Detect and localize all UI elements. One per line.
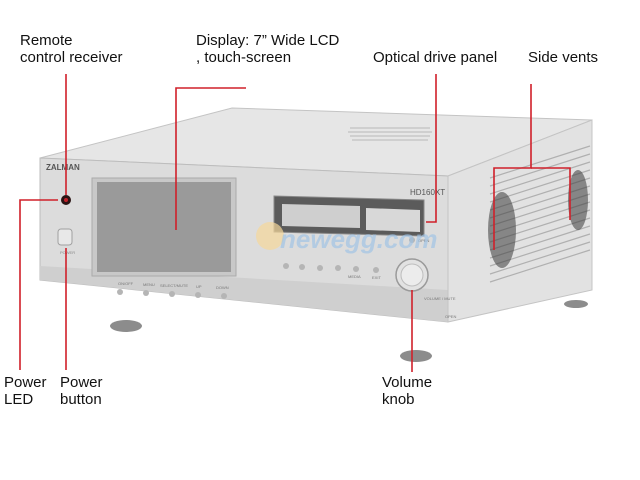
case-front-bezel-lower: [40, 266, 448, 322]
optical-drive-tray: [282, 204, 360, 228]
watermark-logo-mark: [256, 222, 284, 250]
lcd-button-onoff: [117, 289, 123, 295]
label-power-button: Power button: [60, 374, 103, 408]
foot-back-right: [564, 300, 588, 308]
leader-vents-left: [493, 84, 532, 250]
lcd-button-select: [169, 291, 175, 297]
volume-knob-label: VOLUME / MUTE: [424, 296, 456, 301]
exit-label: EXIT: [372, 275, 381, 280]
lcd-screen: [97, 182, 231, 272]
leader-power-led: [19, 199, 58, 370]
top-vent-grille: [348, 127, 432, 141]
brand-logo: ZALMAN: [46, 163, 80, 172]
leader-lines: [19, 74, 571, 372]
lcd-button-up: [195, 292, 201, 298]
label-power-led: Power LED: [4, 374, 47, 408]
media-button-3: [317, 265, 323, 271]
lcd-button-down-label: DOWN: [216, 285, 229, 290]
lcd-button-up-label: UP: [196, 284, 202, 289]
lcd-button-menu-label: MENU: [143, 282, 155, 287]
label-display: Display: 7” Wide LCD , touch-screen: [196, 32, 340, 66]
optical-eject-label: OPEN: [418, 238, 429, 243]
media-label: MEDIA: [348, 274, 361, 279]
leader-vents-right: [531, 167, 571, 220]
power-button-label: POWER: [60, 250, 75, 255]
label-side-vents: Side vents: [528, 49, 599, 66]
label-volume-knob: Volume knob: [382, 374, 433, 408]
optical-drive-tray-right: [366, 208, 420, 232]
open-label: OPEN: [445, 314, 456, 319]
foot-front-left: [110, 320, 142, 332]
foot-front-right: [400, 350, 432, 362]
lcd-button-down: [221, 293, 227, 299]
media-button-6: [373, 267, 379, 273]
side-fan-left: [488, 192, 516, 268]
media-button-5: [353, 266, 359, 272]
lcd-button-select-label: SELECT/MUTE: [160, 283, 188, 288]
media-button-1: [283, 263, 289, 269]
case-side-panel: [447, 119, 593, 323]
media-button-4: [335, 265, 341, 271]
media-buttons: [283, 263, 379, 273]
leader-display: [175, 87, 246, 230]
label-optical-drive: Optical drive panel: [373, 49, 498, 66]
media-button-2: [299, 264, 305, 270]
lcd-button-onoff-label: ON/OFF: [118, 281, 134, 286]
model-label: HD160XT: [410, 188, 445, 197]
volume-knob-inner: [400, 263, 424, 287]
leader-optical: [426, 74, 437, 223]
remote-receiver-glint: [64, 198, 68, 202]
lcd-buttons: [117, 289, 227, 299]
side-fan-right: [568, 170, 588, 230]
label-remote-receiver: Remote control receiver: [20, 32, 123, 66]
power-button: [57, 228, 73, 246]
lcd-button-menu: [143, 290, 149, 296]
watermark: newegg.com: [280, 224, 437, 254]
optical-eject-button: [409, 237, 415, 243]
